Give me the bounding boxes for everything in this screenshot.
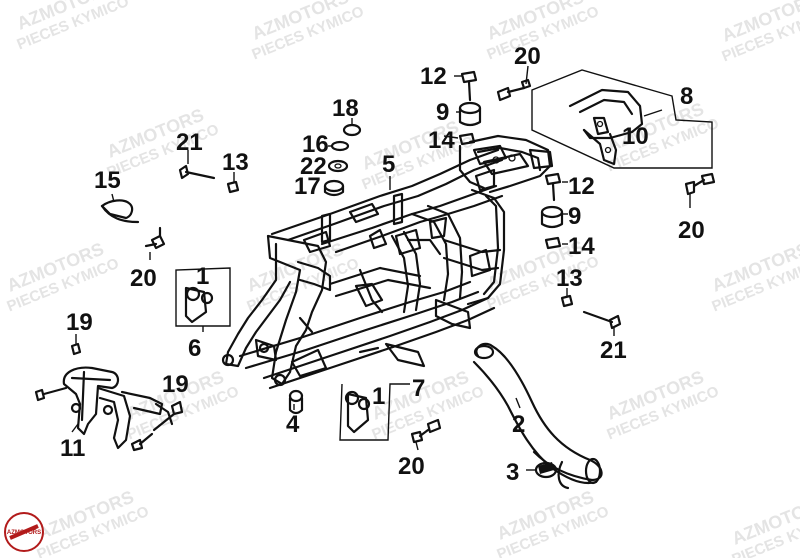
callout-10: 10: [622, 123, 649, 150]
hardware: [34, 65, 716, 452]
watermark: AZMOTORS PIECES KYMICO: [14, 0, 132, 53]
callout-9: 9: [568, 203, 581, 230]
callout-11: 11: [60, 435, 85, 462]
part-15-strap: [100, 193, 140, 224]
callout-1: 1: [196, 263, 209, 290]
part-9-rubber-mount: [456, 101, 482, 127]
callout-1: 1: [372, 383, 385, 410]
part-12-bolt: [454, 70, 478, 102]
part-4-grommet: [288, 389, 304, 415]
part-16-washer: [328, 140, 350, 152]
part-18-clip: [342, 118, 362, 137]
callout-20: 20: [678, 217, 705, 244]
callout-15: 15: [94, 167, 121, 194]
part-14-nut: [544, 236, 562, 250]
callout-8: 8: [680, 83, 693, 110]
leader-lines: [71, 109, 663, 433]
part-14-nut: [458, 132, 476, 146]
watermark: AZMOTORS PIECES KYMICO: [249, 0, 367, 63]
callout-3: 3: [506, 459, 519, 486]
callout-6: 6: [188, 335, 201, 362]
part-9-rubber-mount: [540, 205, 564, 229]
part-20-screw: [410, 418, 442, 451]
part-6-bracket-assembly: [175, 267, 231, 332]
watermark: AZMOTORS PIECES KYMICO: [4, 239, 122, 316]
part-20-screw: [684, 172, 716, 208]
callout-9: 9: [436, 99, 449, 126]
watermark: AZMOTORS PIECES KYMICO: [494, 487, 612, 558]
part-13-nut: [560, 288, 574, 308]
callout-20: 20: [514, 43, 541, 70]
watermark: AZMOTORS PIECES KYMICO: [604, 367, 722, 444]
callout-5: 5: [382, 151, 395, 178]
part-22-washer: [327, 159, 349, 173]
part-19-bolt: [130, 400, 184, 452]
main-frame: [221, 134, 554, 390]
part-19-bolt: [34, 334, 82, 402]
callout-14: 14: [428, 127, 455, 154]
callout-19: 19: [66, 309, 93, 336]
logo-text: AZMOTORS: [7, 530, 41, 536]
callout-17: 17: [294, 173, 321, 200]
part-8-bracket-assembly: [531, 69, 713, 169]
callout-21: 21: [176, 129, 203, 156]
callout-20: 20: [398, 453, 425, 480]
watermark: AZMOTORS PIECES KYMICO: [709, 239, 800, 316]
part-7-bracket-assembly: [339, 383, 410, 441]
callout-22: 22: [300, 153, 327, 180]
part-21-bolt: [178, 150, 216, 180]
callout-21: 21: [600, 337, 627, 364]
part-11-front-rack: [62, 366, 174, 450]
callout-7: 7: [412, 375, 425, 402]
part-20-screw: [496, 65, 532, 102]
watermark: AZMOTORS PIECES KYMICO: [729, 492, 800, 558]
part-20-screw: [144, 226, 166, 260]
callout-13: 13: [222, 149, 249, 176]
watermark: AZMOTORS PIECES KYMICO: [604, 99, 722, 176]
callout-12: 12: [568, 173, 595, 200]
watermark: AZMOTORS PIECES KYMICO: [359, 117, 477, 194]
callout-18: 18: [332, 95, 359, 122]
part-2-pipe: [472, 342, 603, 490]
part-3-clamp: [526, 461, 558, 479]
callout-12: 12: [420, 63, 447, 90]
callout-4: 4: [286, 411, 300, 438]
callout-19: 19: [162, 371, 189, 398]
part-17-spacer: [323, 179, 345, 197]
callout-13: 13: [556, 265, 583, 292]
watermark: AZMOTORS PIECES KYMICO: [34, 487, 152, 558]
callout-20: 20: [130, 265, 157, 292]
callout-16: 16: [302, 131, 329, 158]
azmotors-logo: AZMOTORS: [4, 512, 44, 552]
watermark: AZMOTORS PIECES KYMICO: [719, 0, 800, 65]
part-13-nut: [226, 172, 240, 194]
part-21-bolt: [582, 310, 622, 336]
callouts: 1 1 2 3 4 5 6 7 8 9 9 10 11 12 12 13 13 …: [60, 43, 705, 486]
callout-2: 2: [512, 411, 525, 438]
callout-14: 14: [568, 233, 595, 260]
part-12-bolt: [544, 172, 568, 202]
